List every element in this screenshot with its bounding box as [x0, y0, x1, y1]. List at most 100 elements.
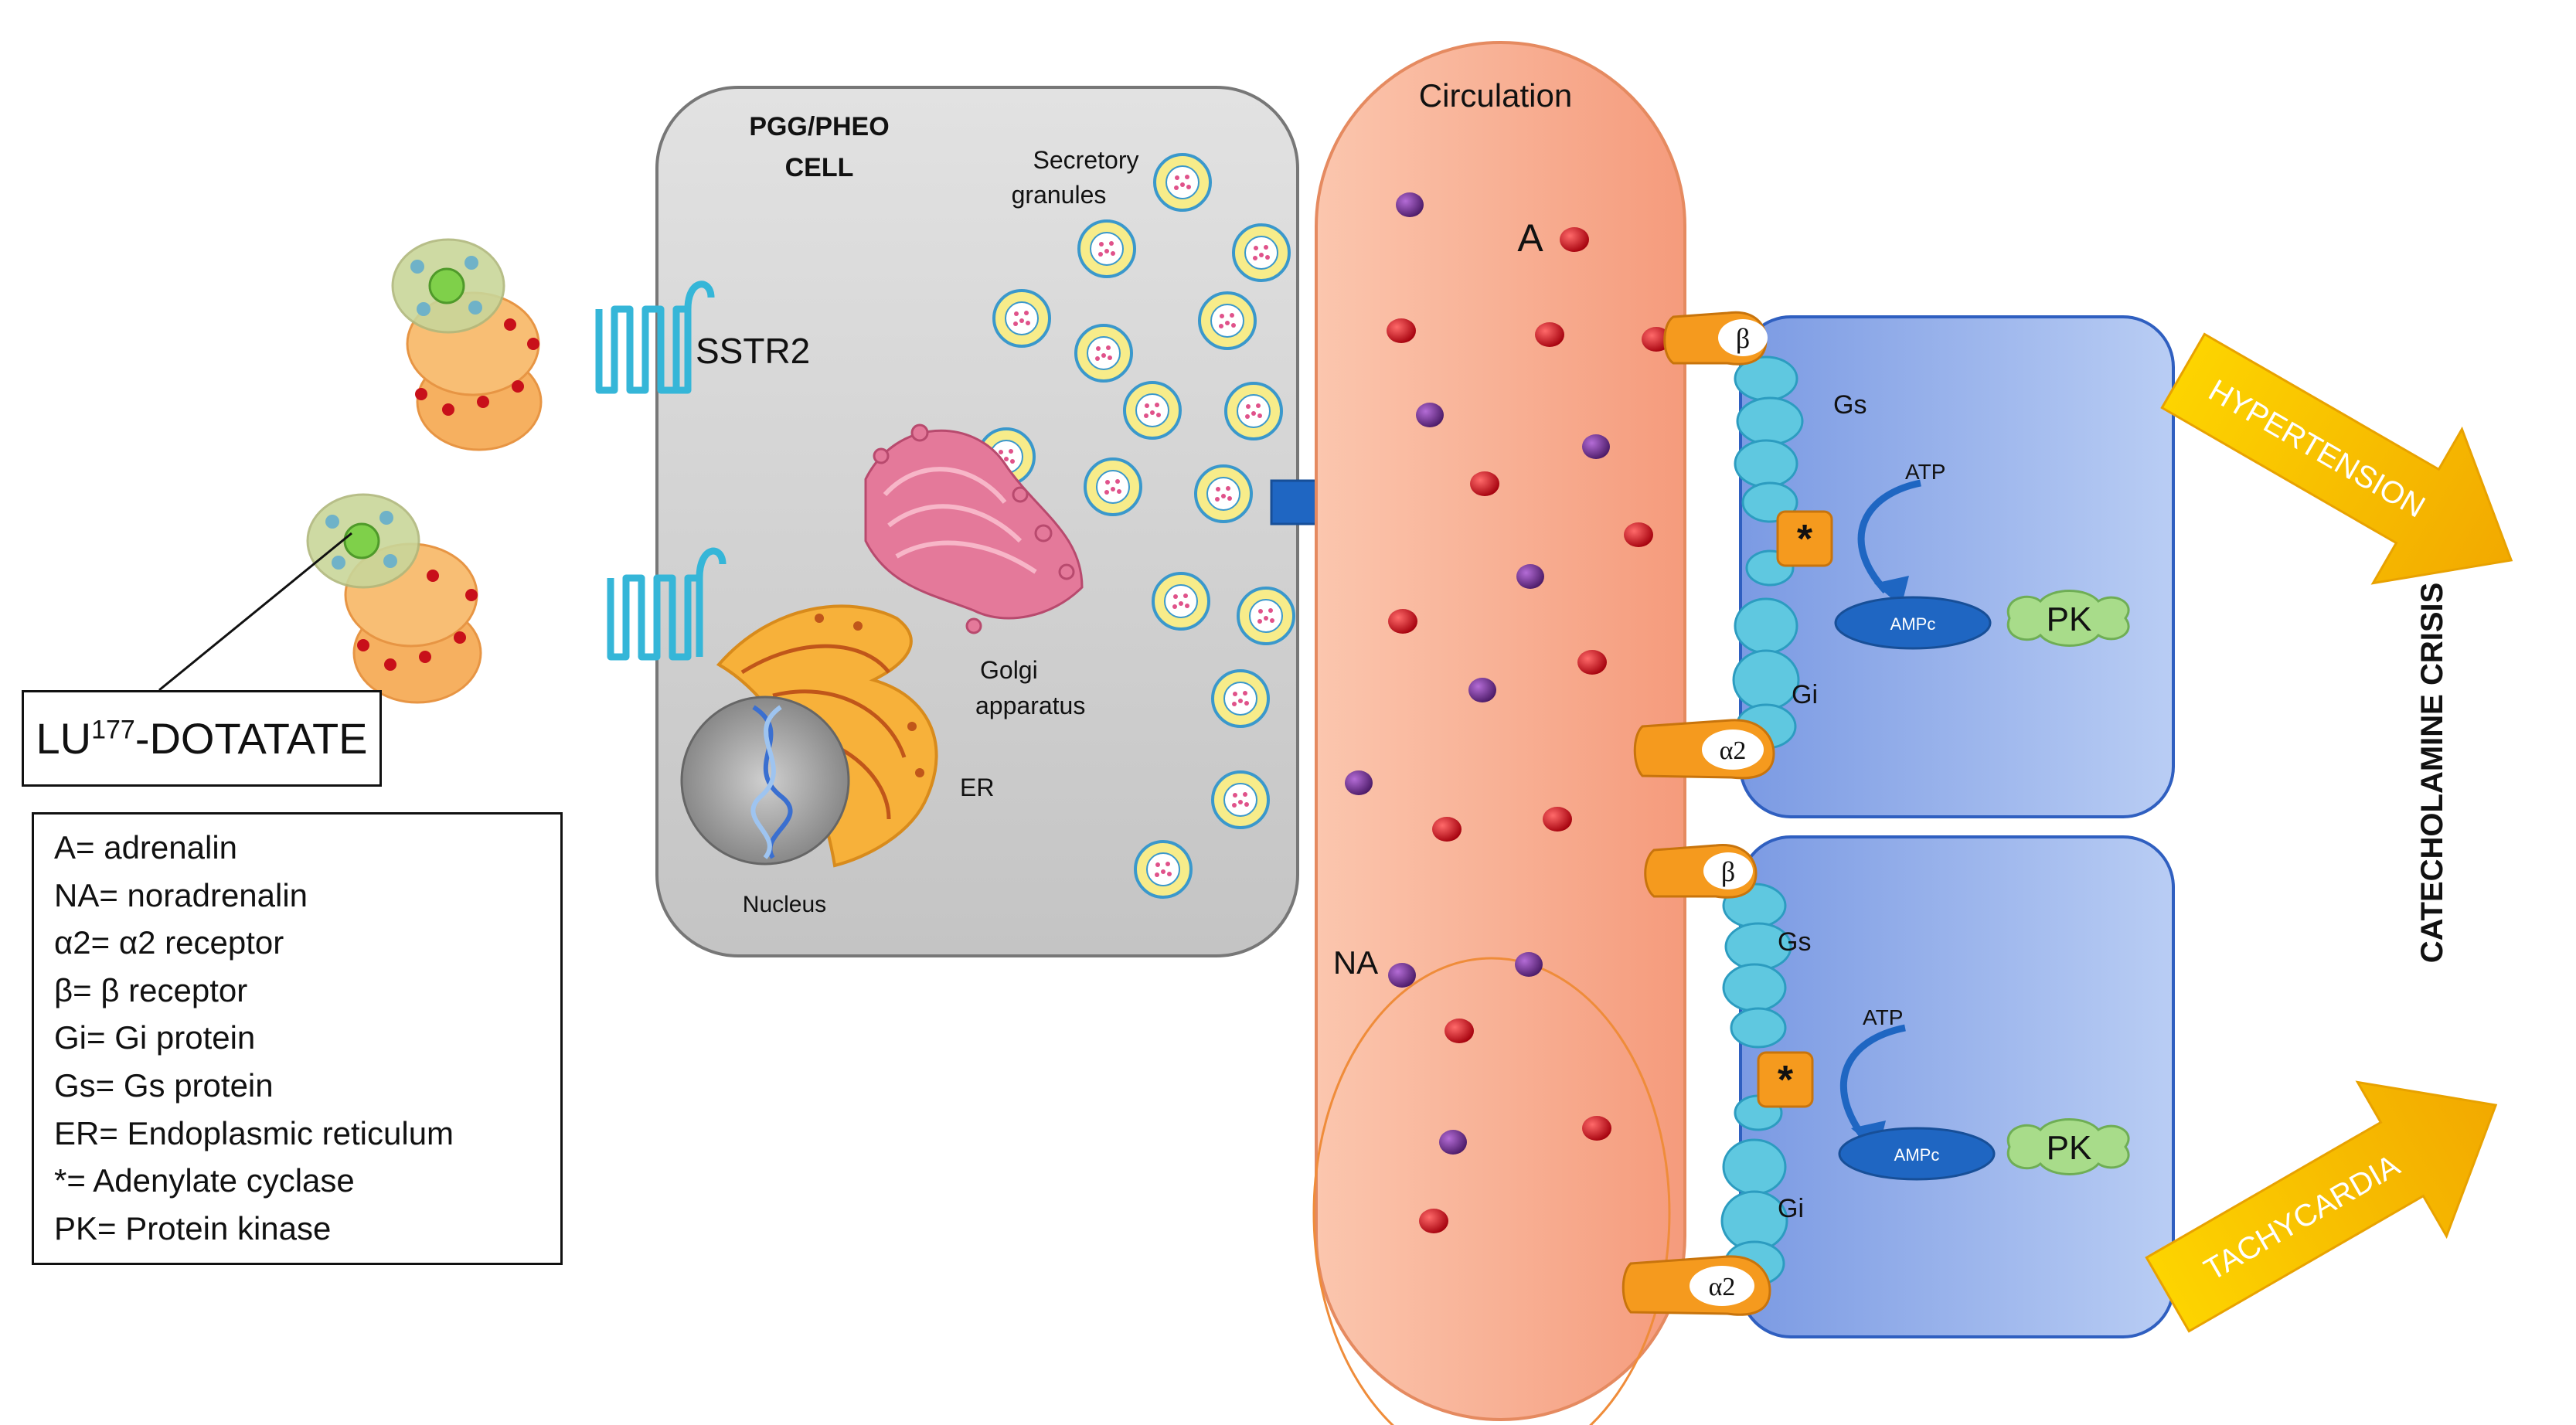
secretory-granule — [1123, 381, 1182, 440]
secretory-granule — [1224, 382, 1283, 440]
secretory-granule — [1153, 153, 1212, 212]
adrenalin-molecule — [1445, 1019, 1474, 1043]
adrenalin-molecule — [1432, 817, 1462, 842]
gi-label-top: Gi — [1792, 680, 1818, 709]
secretory-granule — [1134, 840, 1193, 899]
adrenalin-molecule — [1624, 522, 1653, 547]
granules-label-line1: Secretory — [1033, 146, 1139, 174]
atp-label-top: ATP — [1905, 460, 1945, 484]
drug-label-suffix: -DOTATATE — [134, 714, 368, 763]
noradrenalin-molecule — [1439, 1130, 1467, 1155]
alpha2-label-bottom: α2 — [1709, 1273, 1736, 1301]
noradrenalin-molecule — [1468, 678, 1496, 702]
adenylate-cyclase-top — [1776, 510, 1833, 567]
atp-conversion-arrow-top — [1857, 479, 1921, 594]
legend-item-pk: PK= Protein kinase — [54, 1209, 332, 1246]
adrenalin-molecule — [1388, 609, 1417, 634]
secretory-granule — [1211, 770, 1270, 829]
gs-label-bottom: Gs — [1778, 927, 1811, 957]
secretory-granule — [1198, 291, 1257, 350]
adrenalin-molecule — [1582, 1116, 1611, 1141]
nucleus — [680, 695, 850, 866]
ampc-label-top: AMPc — [1890, 614, 1936, 634]
noradrenalin-molecule — [1582, 434, 1610, 459]
drug-label-isotope: 177 — [91, 715, 135, 745]
noradrenalin-molecule — [1396, 192, 1424, 217]
noradrenalin-molecule — [1388, 963, 1416, 988]
noradrenalin-molecule — [1416, 403, 1444, 427]
protein-kinase-bottom — [2006, 1118, 2130, 1175]
effector-cell-top — [1739, 315, 2175, 818]
adrenalin-molecule — [1560, 227, 1589, 252]
ampc-top — [1834, 596, 1992, 650]
alpha2-receptor-top-face — [1702, 730, 1764, 770]
pk-label-bottom: PK — [2047, 1129, 2092, 1167]
golgi-label-line1: Golgi — [980, 656, 1038, 684]
golgi-label-line2: apparatus — [975, 692, 1085, 719]
granules-label-line2: granules — [1012, 181, 1107, 209]
secretory-granule — [1237, 587, 1295, 645]
legend-item-beta: β= β receptor — [54, 971, 248, 1008]
catecholamine-crisis-label: CATECHOLAMINE CRISIS — [2415, 583, 2449, 964]
secretory-granule — [1074, 324, 1133, 383]
beta-label-bottom: β — [1721, 856, 1735, 887]
cell-title-line1: PGG/PHEO — [749, 112, 889, 141]
circulation-vessel — [1315, 41, 1686, 1421]
beta-receptor-top-face — [1718, 319, 1768, 356]
adrenalin-molecule — [1543, 807, 1572, 832]
legend-item-gs: Gs= Gs protein — [54, 1066, 274, 1104]
cyclase-label-bottom: * — [1778, 1058, 1794, 1103]
secretory-granule — [992, 289, 1051, 348]
noradrenalin-label: NA — [1333, 944, 1378, 981]
golgi-apparatus — [864, 423, 1084, 634]
effector-cell-bottom — [1739, 835, 2175, 1338]
adrenalin-label: A — [1517, 216, 1543, 260]
noradrenalin-molecule — [1516, 564, 1544, 589]
drug-molecule-top — [391, 238, 543, 451]
adrenalin-molecule — [1470, 471, 1499, 496]
legend-item-noradrenalin: NA= noradrenalin — [54, 876, 308, 913]
gi-label-bottom: Gi — [1778, 1194, 1804, 1223]
cell-title-line2: CELL — [785, 153, 854, 182]
adrenalin-molecule — [1419, 1209, 1448, 1233]
drug-label-box: LU177-DOTATATE — [22, 690, 382, 787]
adrenalin-molecule — [1642, 327, 1671, 352]
adrenalin-molecule — [1577, 650, 1607, 675]
secretory-granule — [1211, 669, 1270, 728]
sstr2-receptor-bottom — [607, 547, 727, 661]
noradrenalin-molecule — [1515, 952, 1543, 977]
secretory-granules — [977, 153, 1295, 899]
protein-kinase-top — [2006, 590, 2130, 647]
ampc-label-bottom: AMPc — [1894, 1145, 1940, 1165]
legend-item-cyclase: *= Adenylate cyclase — [54, 1162, 355, 1199]
legend-item-alpha2: α2= α2 receptor — [54, 924, 284, 961]
hypertension-arrow: HYPERTENSION — [2160, 332, 2513, 585]
beta-receptor-bottom-face — [1703, 852, 1753, 889]
sstr2-receptor-top — [595, 281, 715, 394]
adenylate-cyclase-bottom — [1757, 1051, 1814, 1108]
secretory-granule — [1152, 572, 1210, 631]
alpha2-label-top: α2 — [1720, 736, 1747, 765]
beta-label-top: β — [1736, 323, 1750, 354]
alpha2-receptor-bottom-face — [1690, 1266, 1754, 1306]
gs-label-top: Gs — [1833, 390, 1866, 420]
adrenalin-molecule — [1535, 322, 1564, 347]
legend: A= adrenalin NA= noradrenalin α2= α2 rec… — [32, 812, 563, 1265]
sstr2-label: SSTR2 — [696, 331, 810, 371]
er-label: ER — [960, 774, 994, 801]
circulation-title: Circulation — [1419, 77, 1572, 114]
cyclase-label-top: * — [1797, 517, 1813, 562]
atp-conversion-arrow-bottom — [1839, 1024, 1906, 1138]
drug-molecule-bottom — [306, 493, 482, 704]
na-region-outline — [1312, 957, 1671, 1425]
adrenalin-molecule — [1387, 318, 1416, 343]
noradrenalin-molecule — [1345, 770, 1373, 795]
legend-item-gi: Gi= Gi protein — [54, 1019, 256, 1056]
g-protein-chain-bottom — [1720, 883, 1792, 1287]
secretory-granule — [1084, 457, 1142, 516]
secretory-granule — [1232, 223, 1291, 282]
secretory-granule — [1194, 464, 1253, 523]
drug-pointer-line — [158, 532, 352, 692]
drug-label: LU177-DOTATATE — [36, 713, 367, 764]
